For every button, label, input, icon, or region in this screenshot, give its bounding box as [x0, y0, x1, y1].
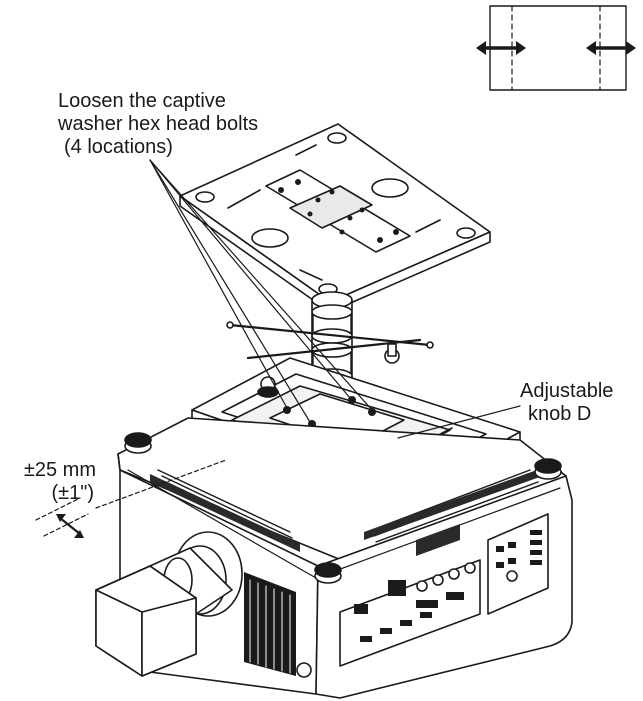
adjustment-range-mm: ±25 mm [23, 459, 96, 481]
shift-direction-inset [476, 5, 636, 91]
adjustment-range-inch: (±1") [51, 482, 94, 504]
left-shift-arrow-icon [476, 41, 526, 55]
lens-assembly [95, 531, 243, 677]
leader-bolt-3 [149, 159, 351, 399]
leader-knob-d [397, 405, 521, 439]
adjustable-knob-line2: knob D [528, 403, 592, 425]
terminal-panel [339, 513, 549, 667]
vent-pattern [150, 466, 548, 556]
leader-lines [149, 159, 521, 439]
adjustable-knob-line1: Adjustable [520, 380, 614, 402]
adjustable-knob-callout: Adjustable knob D [520, 380, 613, 426]
ceiling-plate [179, 123, 491, 313]
leader-bolt-1 [149, 159, 288, 409]
side-vent-grill [244, 572, 312, 678]
leader-bolt-4 [149, 159, 373, 411]
adjustment-range-callout: ±25 mm (±1") [12, 459, 96, 505]
adjustment-range-arrow-icon [35, 459, 227, 538]
loosen-bolts-line2: washer hex head bolts [58, 113, 259, 135]
leader-bolt-2 [149, 159, 311, 423]
loosen-bolts-line1: Loosen the captive [58, 90, 226, 112]
loosen-bolts-callout: Loosen the captive washer hex head bolts… [58, 90, 258, 159]
loosen-bolts-line3: (4 locations) [64, 136, 173, 158]
right-shift-arrow-icon [586, 41, 636, 55]
